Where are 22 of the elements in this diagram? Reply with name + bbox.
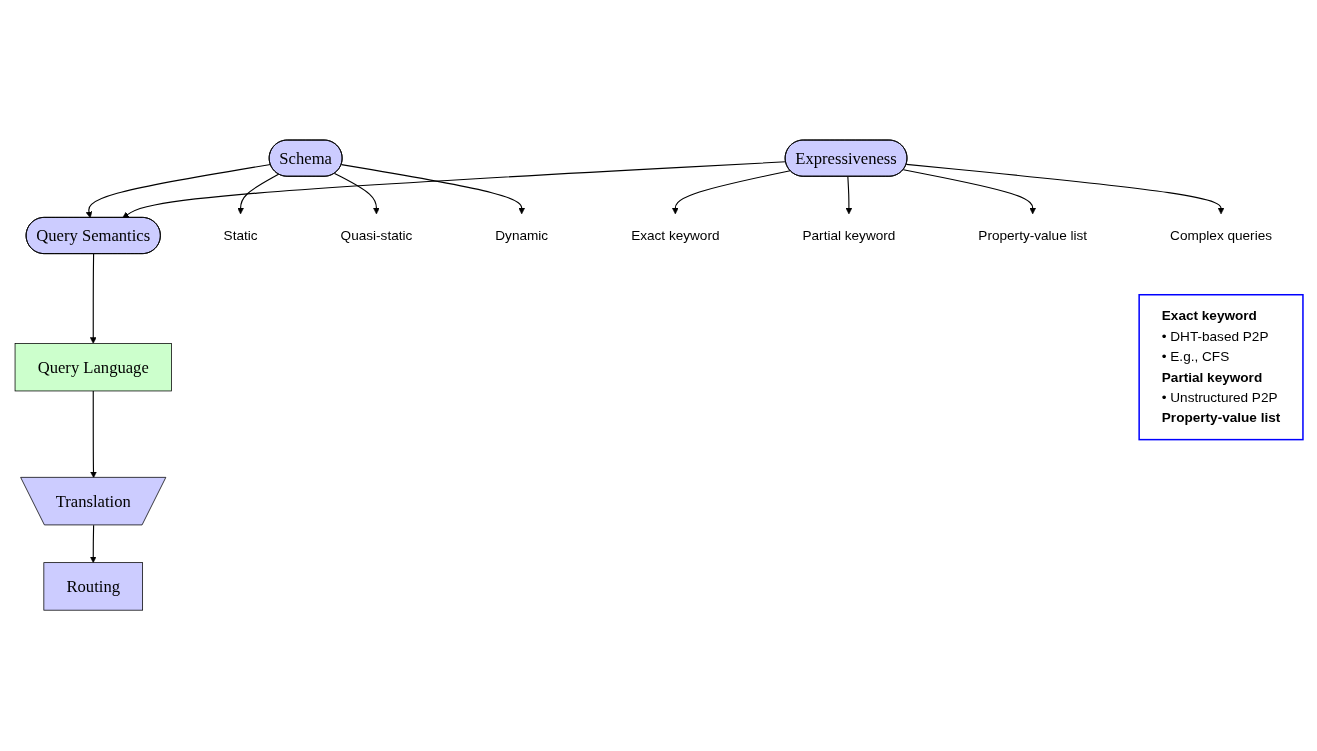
node-text: Complex queries: [1169, 227, 1272, 244]
node-text: Partial keyword: [801, 227, 895, 244]
node-text: Property-value list: [977, 227, 1087, 244]
arrow: [89, 525, 97, 564]
arrow: [845, 176, 852, 215]
arrow: [905, 164, 1224, 215]
node-box: Exact keyword • DHT-based P2P • E.g., CFS Partial keyword • Unstructured P2P Property-value list: [1137, 294, 1304, 441]
arrow: [89, 390, 97, 479]
node-box: Query Language: [14, 343, 172, 392]
arrow: [340, 164, 525, 215]
node-text: Static: [223, 227, 258, 244]
arrow: [671, 170, 791, 215]
node-text: Quasi-static: [340, 227, 412, 244]
arrow: [236, 173, 279, 215]
arrow: [89, 253, 97, 345]
node-box: Routing: [42, 562, 143, 611]
node-text: Exact keyword: [630, 227, 719, 244]
arrow: [85, 164, 271, 219]
arrow: [121, 161, 786, 219]
arrow: [333, 173, 380, 215]
arrow: [902, 169, 1036, 215]
node-text: Dynamic: [494, 227, 548, 244]
